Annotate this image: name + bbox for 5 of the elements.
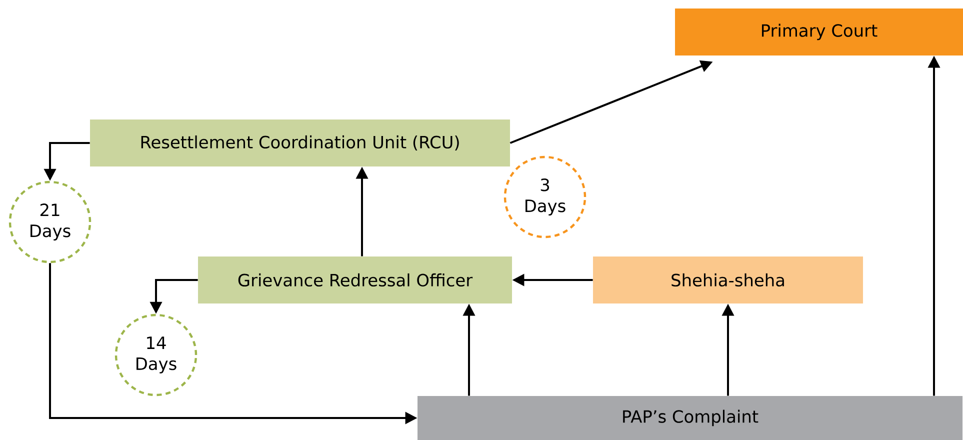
process-box: Grievance Redressal Officer <box>198 256 512 304</box>
process-box: Shehia-sheha <box>593 256 863 304</box>
process-box: PAP’s Complaint <box>418 396 962 440</box>
process-box: Resettlement Coordination Unit (RCU) <box>90 120 510 166</box>
process-box: Primary Court <box>675 8 963 56</box>
